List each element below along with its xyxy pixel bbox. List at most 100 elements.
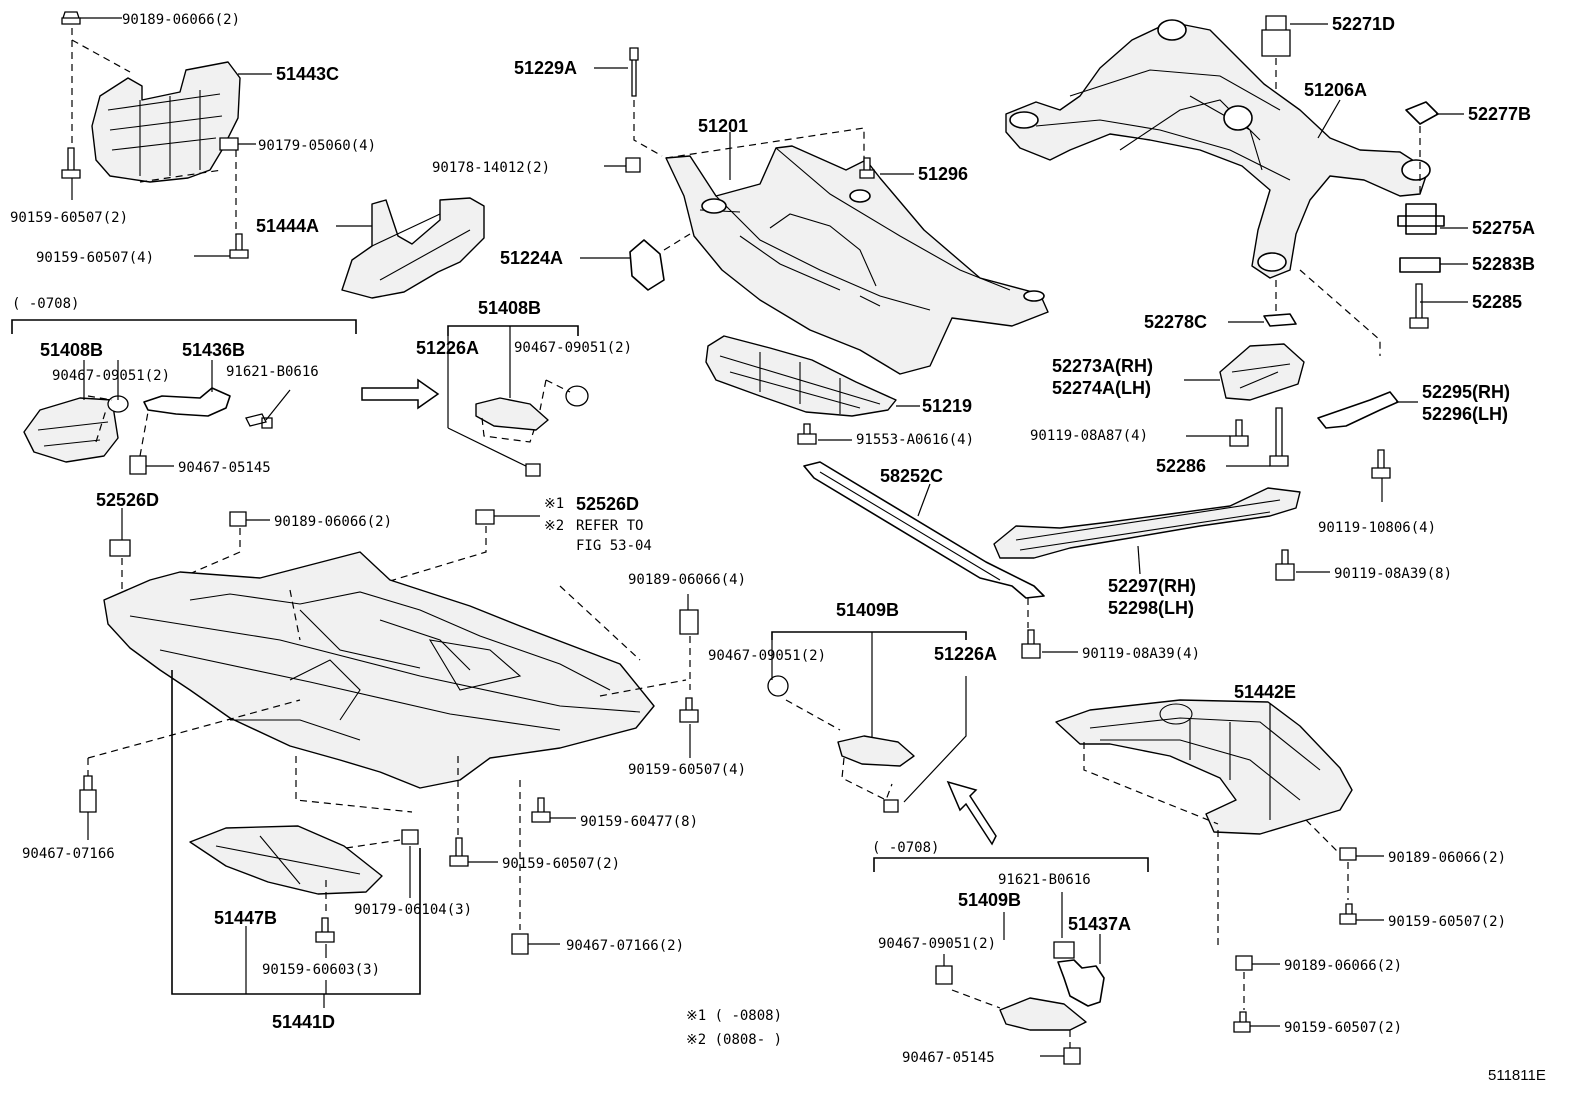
bolt-91621-B0616-left[interactable] <box>245 413 273 429</box>
bolt-51296[interactable] <box>859 157 875 179</box>
label-90467-05145-bot: 90467-05145 <box>902 1050 995 1066</box>
label-51408B-left: 51408B <box>40 340 103 360</box>
range-box-bottom: ( -0708) <box>872 840 1149 1065</box>
bolt-90159-60507-2-mid[interactable] <box>449 837 469 867</box>
label-52277B: 52277B <box>1468 104 1531 124</box>
engine-under-cover-group <box>79 508 699 1008</box>
bolt-52286[interactable] <box>1269 407 1289 467</box>
label-90189-06066-4: 90189-06066(4) <box>628 572 746 588</box>
label-52286: 52286 <box>1156 456 1206 476</box>
label-refer-fig: FIG 53-04 <box>576 538 652 554</box>
skid-51409B-bottom[interactable] <box>999 997 1087 1031</box>
brace-52297[interactable] <box>993 487 1301 559</box>
bolt-91553-A0616[interactable] <box>797 423 817 445</box>
label-51447B: 51447B <box>214 908 277 928</box>
note-2: ※2 (0808- ) <box>686 1032 782 1048</box>
label-52271D: 52271D <box>1332 14 1395 34</box>
label-51442E: 51442E <box>1234 682 1296 702</box>
label-51219: 51219 <box>922 396 972 416</box>
bolt-90159-60507-left[interactable] <box>61 147 81 179</box>
bolt-90119-08A39-8[interactable] <box>1275 549 1295 581</box>
cover-51443C[interactable] <box>91 61 241 183</box>
nut-90179-06104[interactable] <box>401 829 419 845</box>
bolt-90159-60507-r2[interactable] <box>1233 1011 1251 1033</box>
nut-90178-14012[interactable] <box>625 157 641 173</box>
bolt-90119-10806[interactable] <box>1371 449 1391 479</box>
brace-58252C[interactable] <box>803 461 1045 599</box>
bolt-90119-08A39-4[interactable] <box>1021 629 1041 659</box>
cover-51444A[interactable] <box>341 197 485 299</box>
plate-51219[interactable] <box>705 335 897 417</box>
nut-51226A-lower[interactable] <box>883 799 899 813</box>
skid-51408B-mid[interactable] <box>475 397 549 431</box>
clip-refer-52526D[interactable] <box>475 509 495 525</box>
bolt-91621-B0616-bot[interactable] <box>1053 941 1075 959</box>
clip-90467-09051-lower[interactable] <box>767 675 789 697</box>
clip-90467-09051-mid[interactable] <box>565 385 589 407</box>
stopper-52283B[interactable] <box>1399 257 1441 273</box>
label-52275A: 52275A <box>1472 218 1535 238</box>
stud-51229A[interactable] <box>629 47 639 97</box>
label-90119-08A87: 90119-08A87(4) <box>1030 428 1148 444</box>
label-90467-09051-mid: 90467-09051(2) <box>514 340 632 356</box>
label-51226A-lower: 51226A <box>934 644 997 664</box>
under-cover-51441D[interactable] <box>103 551 655 789</box>
skid-51409B-lower[interactable] <box>837 735 915 767</box>
rear-under-cover-group <box>1055 699 1384 1033</box>
label-90189-06066-tl: 90189-06066(2) <box>122 12 240 28</box>
clip-90467-07166[interactable] <box>79 775 97 813</box>
clip-52526D[interactable] <box>109 539 131 557</box>
clip-90189-06066-mid[interactable] <box>229 511 247 527</box>
clip-90467-09051-bot[interactable] <box>935 965 953 985</box>
clip-90467-09051-left[interactable] <box>107 395 129 413</box>
bolt-52285[interactable] <box>1409 283 1429 329</box>
clip-90467-07166-2[interactable] <box>511 933 529 955</box>
label-51224A: 51224A <box>500 248 563 268</box>
label-51229A: 51229A <box>514 58 577 78</box>
clip-90189-06066-4[interactable] <box>679 609 699 635</box>
under-cover-51442E[interactable] <box>1055 699 1353 835</box>
bolt-90159-60507-r1[interactable] <box>1339 903 1357 925</box>
label-90467-05145-left: 90467-05145 <box>178 460 271 476</box>
bracket-51224A[interactable] <box>629 239 665 291</box>
label-52298: 52298(LH) <box>1108 598 1194 618</box>
nut-90179-05060[interactable] <box>219 137 239 151</box>
clip-90189-06066-r2[interactable] <box>1235 955 1253 971</box>
bolt-90159-60507-4-mid[interactable] <box>679 697 699 723</box>
bushing-52275A[interactable] <box>1397 203 1445 235</box>
label-90119-10806: 90119-10806(4) <box>1318 520 1436 536</box>
label-90159-60507-tl-2: 90159-60507(2) <box>10 210 128 226</box>
bolt-90159-60507-right[interactable] <box>229 233 249 259</box>
figure-id: 511811E <box>1488 1067 1546 1084</box>
bolt-90159-60603[interactable] <box>315 917 335 943</box>
label-90467-09051-lower: 90467-09051(2) <box>708 648 826 664</box>
stopper-52278C[interactable] <box>1263 313 1297 327</box>
bracket-51437A[interactable] <box>1057 959 1105 1007</box>
label-91621-B0616-bot: 91621-B0616 <box>998 872 1091 888</box>
label-90159-60507-r2: 90159-60507(2) <box>1284 1020 1402 1036</box>
nut-90467-05145-bot[interactable] <box>1063 1047 1081 1065</box>
stopper-52277B[interactable] <box>1405 101 1439 125</box>
label-90467-07166: 90467-07166 <box>22 846 115 862</box>
front-crossmember-group <box>580 47 1049 375</box>
label-51443C: 51443C <box>276 64 339 84</box>
arrow-up <box>946 780 997 846</box>
bolt-90119-08A87[interactable] <box>1229 419 1249 447</box>
label-52526D: 52526D <box>96 490 159 510</box>
label-90119-08A39-8: 90119-08A39(8) <box>1334 566 1452 582</box>
bushing-52271D[interactable] <box>1261 15 1291 57</box>
label-90178-14012: 90178-14012(2) <box>432 160 550 176</box>
label-51409B-top: 51409B <box>836 600 899 620</box>
label-note2-mark: ※2 <box>544 518 564 534</box>
bracket-51436B[interactable] <box>143 387 231 417</box>
clip-90189-06066-top-left[interactable] <box>61 11 81 25</box>
crossmember-51201[interactable] <box>665 145 1049 375</box>
mount-52273A[interactable] <box>1219 343 1305 401</box>
clip-90189-06066-r1[interactable] <box>1339 847 1357 861</box>
nut-51226A-top[interactable] <box>525 463 541 477</box>
subframe-51206A[interactable] <box>1005 21 1429 279</box>
bolt-90159-60477[interactable] <box>531 797 551 823</box>
label-90159-60507-tl-4: 90159-60507(4) <box>36 250 154 266</box>
arm-52295[interactable] <box>1317 391 1399 429</box>
nut-90467-05145-left[interactable] <box>129 455 147 475</box>
